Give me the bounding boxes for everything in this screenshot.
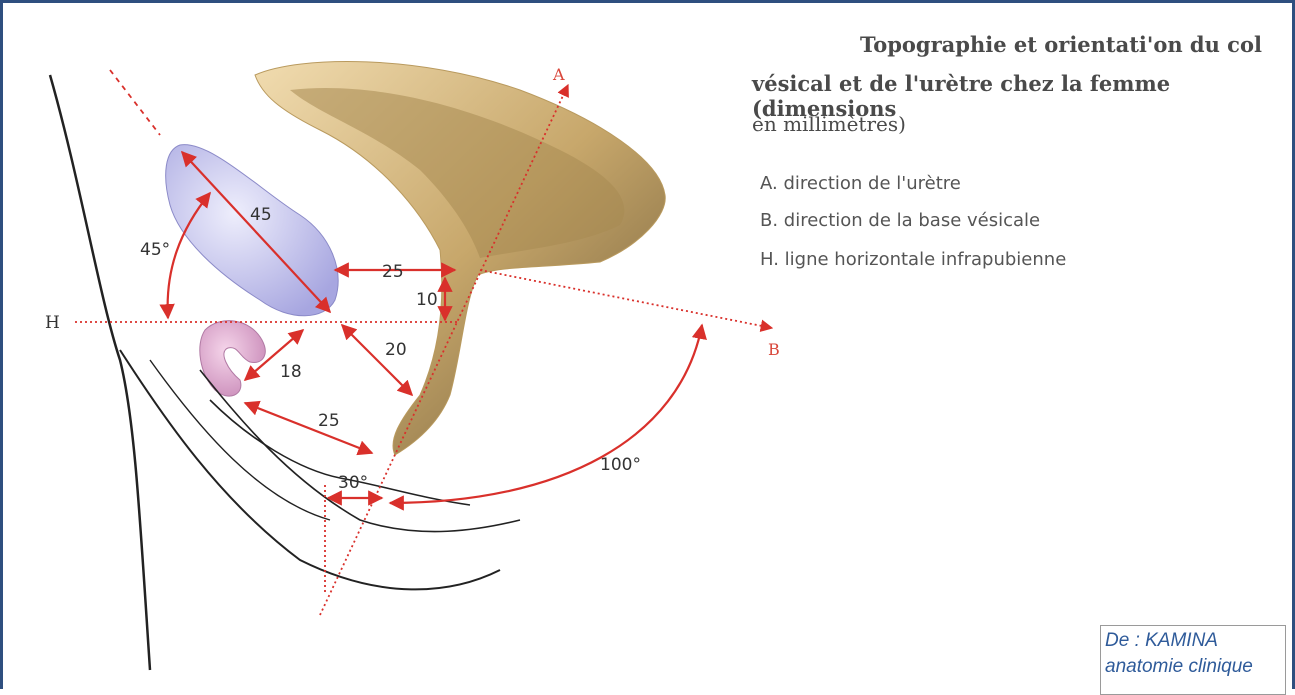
caption-line-3: en millimètres) [752, 112, 906, 136]
caption-line-1: Topographie et orientati'on du col [860, 32, 1262, 57]
arrow-100 [388, 323, 707, 511]
pink-structure [199, 320, 266, 397]
label-100-angle: 100° [600, 455, 641, 475]
label-25-bottom: 25 [318, 411, 340, 431]
label-10: 10 [416, 290, 438, 310]
arrow-25-bottom [243, 400, 374, 456]
perineum-line-1 [199, 369, 521, 533]
label-25-top: 25 [382, 262, 404, 282]
legend-item-h: H. ligne horizontale infrapubienne [760, 249, 1067, 270]
line-b [479, 269, 774, 332]
arrow-18 [243, 328, 305, 382]
label-30-angle: 30° [338, 473, 368, 493]
legend-item-a: A. direction de l'urètre [760, 173, 961, 194]
arrow-20 [340, 323, 414, 397]
line-upper-dash [109, 69, 161, 136]
body-outline-inner [119, 349, 501, 591]
arrow-45-angle [159, 191, 211, 320]
label-20: 20 [385, 340, 407, 360]
label-45-length: 45 [250, 205, 272, 225]
source-citation: De : KAMINA anatomie clinique [1100, 625, 1286, 695]
axis-label-h: H [45, 313, 60, 333]
label-45-angle: 45° [140, 240, 170, 260]
pubic-bone [165, 144, 339, 317]
arrow-45 [180, 150, 332, 314]
source-line-1: De : KAMINA [1105, 630, 1218, 651]
label-18: 18 [280, 362, 302, 382]
legend-item-b: B. direction de la base vésicale [760, 210, 1041, 231]
axis-label-b: B [768, 340, 780, 359]
source-line-2: anatomie clinique [1105, 656, 1253, 677]
body-outline-main [48, 74, 152, 671]
bladder-inner-shadow [290, 88, 625, 258]
caption-line-2: vésical et de l'urètre chez la femme (di… [752, 71, 1171, 121]
perineum-line-3 [149, 359, 331, 521]
axis-label-a: A [552, 65, 565, 84]
